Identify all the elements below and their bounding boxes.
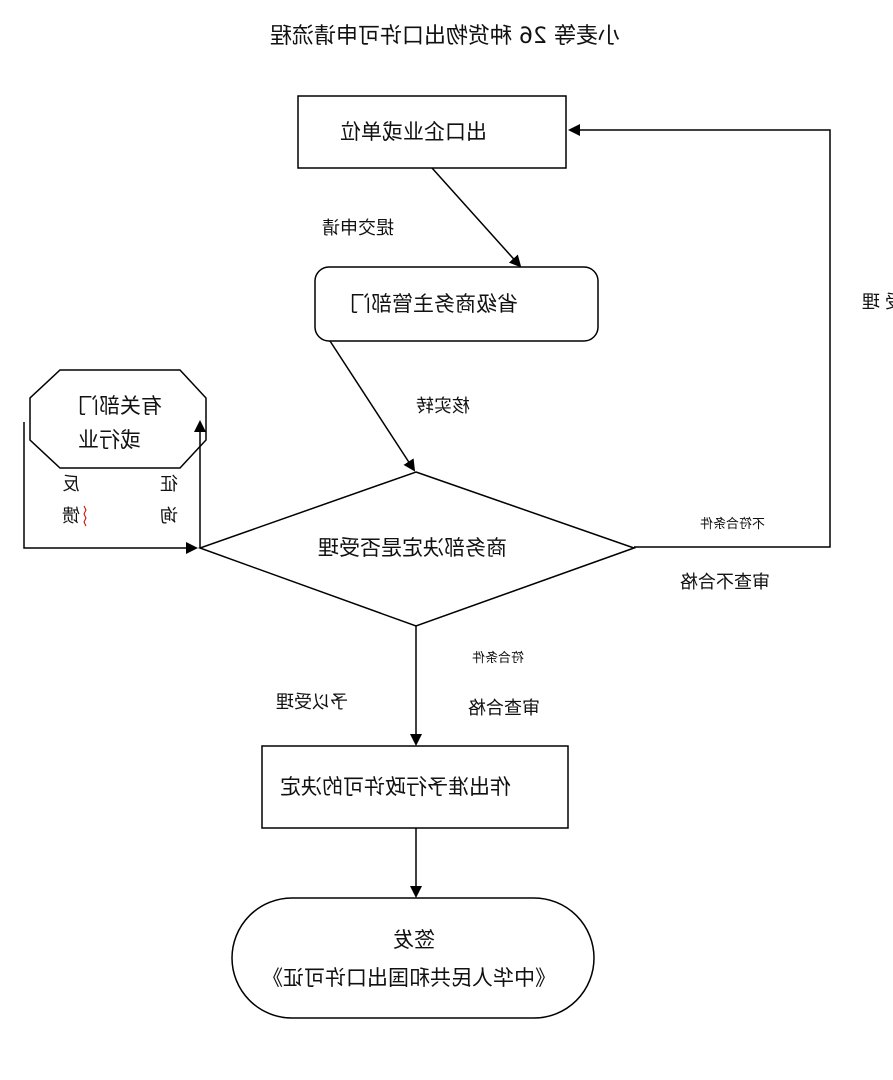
- edge-label-submit: 提交申请: [322, 218, 394, 239]
- issue-terminal: [231, 897, 595, 1019]
- diagram-title: 小麦等 26 种货物出口许可申请流程: [270, 24, 620, 49]
- arrow-submit: [431, 167, 522, 268]
- edge-label-not-meet: 不符合条件: [700, 517, 766, 532]
- related-label-line2: 或行业: [78, 428, 141, 452]
- decision-label: 商务部决定是否受理: [318, 536, 507, 560]
- arrow-not-accept: [568, 124, 831, 548]
- arrow-review: [329, 340, 416, 472]
- edge-label-audit-pass: 审查合格: [468, 698, 540, 719]
- edge-label-consult-1: 征: [160, 474, 178, 495]
- edge-label-review: 核实转: [416, 396, 470, 417]
- exporter-box: [297, 95, 567, 169]
- related-label-line1: 有关部门: [78, 394, 162, 418]
- edge-label-audit-fail: 审查不合格: [680, 572, 770, 593]
- edge-label-consult-2: 询: [160, 506, 178, 527]
- edge-label-feedback-1: 反: [62, 474, 80, 495]
- issue-label-line1: 签发: [393, 928, 435, 952]
- edge-label-accept: 予以受理: [276, 692, 348, 713]
- edge-label-not-accept: 不 予 受 理: [862, 292, 893, 310]
- grant-box: [261, 745, 569, 829]
- grant-label: 作出准予行政许可的决定: [280, 775, 511, 799]
- arrow-feedback: [23, 422, 198, 554]
- provincial-box: [314, 266, 599, 342]
- spellcheck-squiggle: [83, 505, 87, 527]
- issue-label-line2: 《中华人民共和国出口许可证》: [262, 966, 556, 990]
- edge-label-feedback-2: 馈: [62, 506, 80, 527]
- related-dept-octagon: [29, 369, 207, 469]
- exporter-label: 出口企业或单位: [340, 120, 487, 144]
- provincial-label: 省级商务主管部门: [350, 292, 518, 316]
- edge-label-meet: 符合条件: [472, 651, 525, 666]
